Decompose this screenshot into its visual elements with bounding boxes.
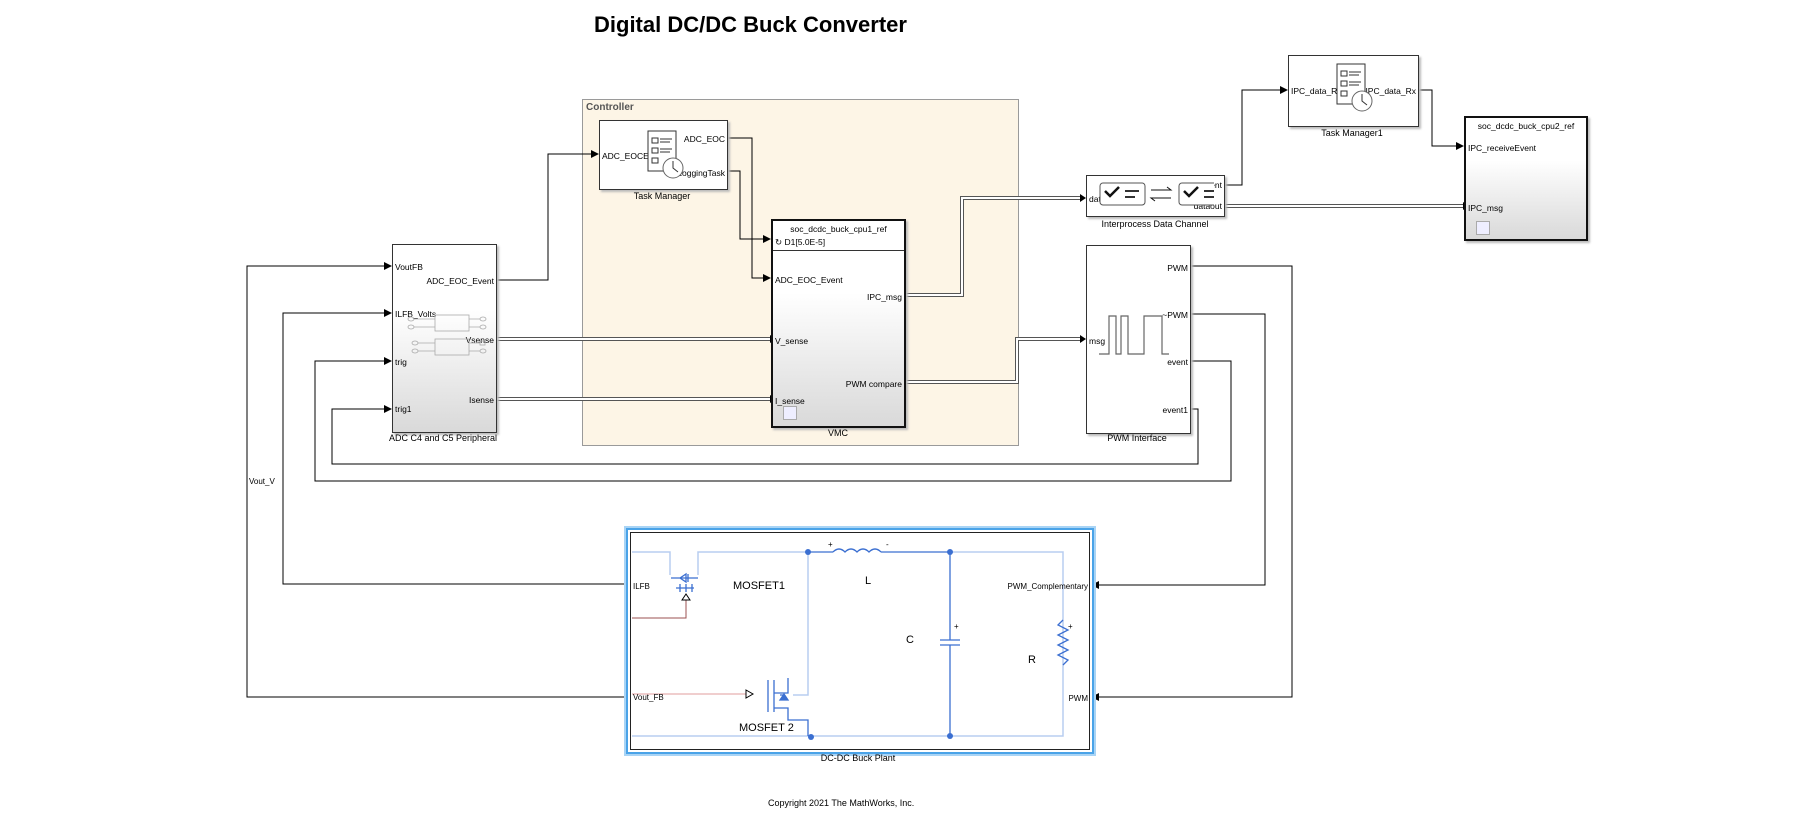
tm1-out-ipc-rx: IPC_data_Rx — [1365, 86, 1416, 96]
vmc-label: VMC — [828, 428, 848, 438]
adc-block-label: ADC C4 and C5 Peripheral — [388, 433, 498, 443]
vmc-model-block[interactable]: soc_dcdc_buck_cpu1_ref ↻ D1[5.0E-5] ADC_… — [771, 219, 906, 428]
pwm-out-pwm: PWM — [1167, 263, 1188, 273]
vmc-in-isense: I_sense — [775, 396, 805, 406]
vmc-model-name: soc_dcdc_buck_cpu1_ref — [790, 224, 887, 234]
tm-out-logging: LoggingTask — [677, 168, 725, 178]
wire-event1-trig1 — [331, 405, 1199, 465]
diagram-title: Digital DC/DC Buck Converter — [594, 12, 907, 37]
task-manager-label: Task Manager — [633, 191, 691, 201]
vmc-in-vsense: V_sense — [775, 336, 809, 346]
cpu2-in-ipc-msg: IPC_msg — [1468, 203, 1503, 213]
wire-pwm — [1091, 265, 1293, 701]
vmc-out-ipc-msg: IPC_msg — [867, 292, 902, 302]
pwm-interface-block[interactable]: msg PWM ~PWM event event1 — [1086, 245, 1191, 434]
cpu2-model-name: soc_dcdc_buck_cpu2_ref — [1477, 121, 1575, 131]
adc-in-trig1: trig1 — [395, 404, 412, 414]
vmc-in-adc-eoc: ADC_EOC_Event — [775, 275, 843, 285]
cpu2-model-block[interactable]: soc_dcdc_buck_cpu2_ref IPC_receiveEvent … — [1464, 116, 1588, 241]
wire-ipc-event — [1224, 86, 1288, 186]
plant-frame — [630, 532, 1090, 750]
ipc-out-dataout: dataout — [1193, 201, 1222, 211]
vmc-task-port: ↻ D1[5.0E-5] — [775, 237, 825, 247]
plant-port-pwm: PWM — [1068, 694, 1088, 703]
ipc-channel-block[interactable]: datain event dataout — [1086, 175, 1225, 217]
adc-in-trig: trig — [395, 357, 407, 367]
pwm-waveform-icon — [1099, 315, 1169, 355]
controller-area-label: Controller — [586, 102, 634, 113]
plant-port-ilfb: ILFB — [633, 582, 650, 591]
pwm-interface-label: PWM Interface — [1107, 433, 1167, 443]
cpu2-in-receive-event: IPC_receiveEvent — [1468, 143, 1537, 153]
signal-label-vout: Vout_V — [249, 477, 275, 486]
task-manager-block[interactable]: ADC_EOCEvent ADC_EOC LoggingTask — [599, 120, 728, 190]
model-ref-icon — [783, 406, 797, 420]
ipc-channel-icon — [1099, 182, 1214, 206]
task-manager1-label: Task Manager1 — [1321, 128, 1383, 138]
wire-logging — [725, 170, 771, 243]
vmc-divider — [773, 250, 904, 251]
adc-out-eoc-event: ADC_EOC_Event — [426, 276, 494, 286]
capacitor-plus: + — [954, 622, 959, 631]
buck-plant-block[interactable]: ILFB Vout_FB PWM_Complementary PWM MOSFE… — [626, 528, 1094, 754]
task-scheduler-icon — [1336, 63, 1373, 112]
inductor-minus: - — [886, 540, 889, 549]
pwm-in-msg: msg — [1089, 336, 1106, 346]
wire-vout — [246, 262, 626, 698]
task-manager1-block[interactable]: IPC_data_RxEvent IPC_data_Rx — [1288, 55, 1419, 127]
tm1-in-ipc-rx-event: IPC_data_RxEvent — [1291, 86, 1364, 96]
tm-out-adc-eoc: ADC_EOC — [683, 134, 725, 144]
inductor-label: L — [865, 575, 872, 587]
mosfet1-label: MOSFET1 — [733, 580, 785, 592]
adc-icon — [407, 314, 487, 356]
adc-peripheral-block[interactable]: VoutFB ILFB_Volts trig trig1 ADC_EOC_Eve… — [392, 244, 497, 433]
model-ref-icon — [1476, 221, 1490, 235]
tm-in-adc-eoc-event: ADC_EOCEvent — [602, 151, 665, 161]
vmc-task-label: D1[5.0E-5] — [784, 237, 826, 247]
ipc-channel-label: Interprocess Data Channel — [1101, 219, 1209, 229]
wire-ilfb — [282, 309, 626, 585]
buck-circuit-schematic — [632, 548, 1070, 740]
task-scheduler-icon — [647, 130, 684, 179]
pwm-out-event: event — [1167, 357, 1188, 367]
wire-event-trig — [314, 357, 1232, 482]
inductor-plus: + — [828, 540, 833, 549]
copyright-text: Copyright 2021 The MathWorks, Inc. — [768, 798, 915, 808]
wire-adc-eoc-event — [497, 150, 599, 281]
plant-port-vout-fb: Vout_FB — [633, 693, 664, 702]
pwm-out-npwm: ~PWM — [1162, 310, 1188, 320]
adc-out-vsense: Vsense — [465, 335, 494, 345]
resistor-plus: + — [1068, 622, 1073, 631]
plant-port-pwm-comp: PWM_Complementary — [1007, 582, 1088, 591]
plant-label: DC-DC Buck Plant — [820, 753, 896, 763]
clock-icon: ↻ — [775, 237, 783, 247]
adc-in-voutfb: VoutFB — [395, 262, 423, 272]
adc-out-isense: Isense — [468, 395, 494, 405]
adc-in-ilfb: ILFB_Volts — [395, 309, 437, 319]
wire-adc-eoc — [725, 137, 771, 282]
vmc-out-pwm-compare: PWM compare — [845, 379, 902, 389]
resistor-label: R — [1028, 654, 1036, 666]
wire-ipc-rx — [1418, 89, 1464, 150]
mosfet2-label: MOSFET 2 — [739, 722, 794, 734]
pwm-out-event1: event1 — [1162, 405, 1188, 415]
capacitor-label: C — [906, 634, 914, 646]
wire-npwm — [1091, 313, 1266, 589]
